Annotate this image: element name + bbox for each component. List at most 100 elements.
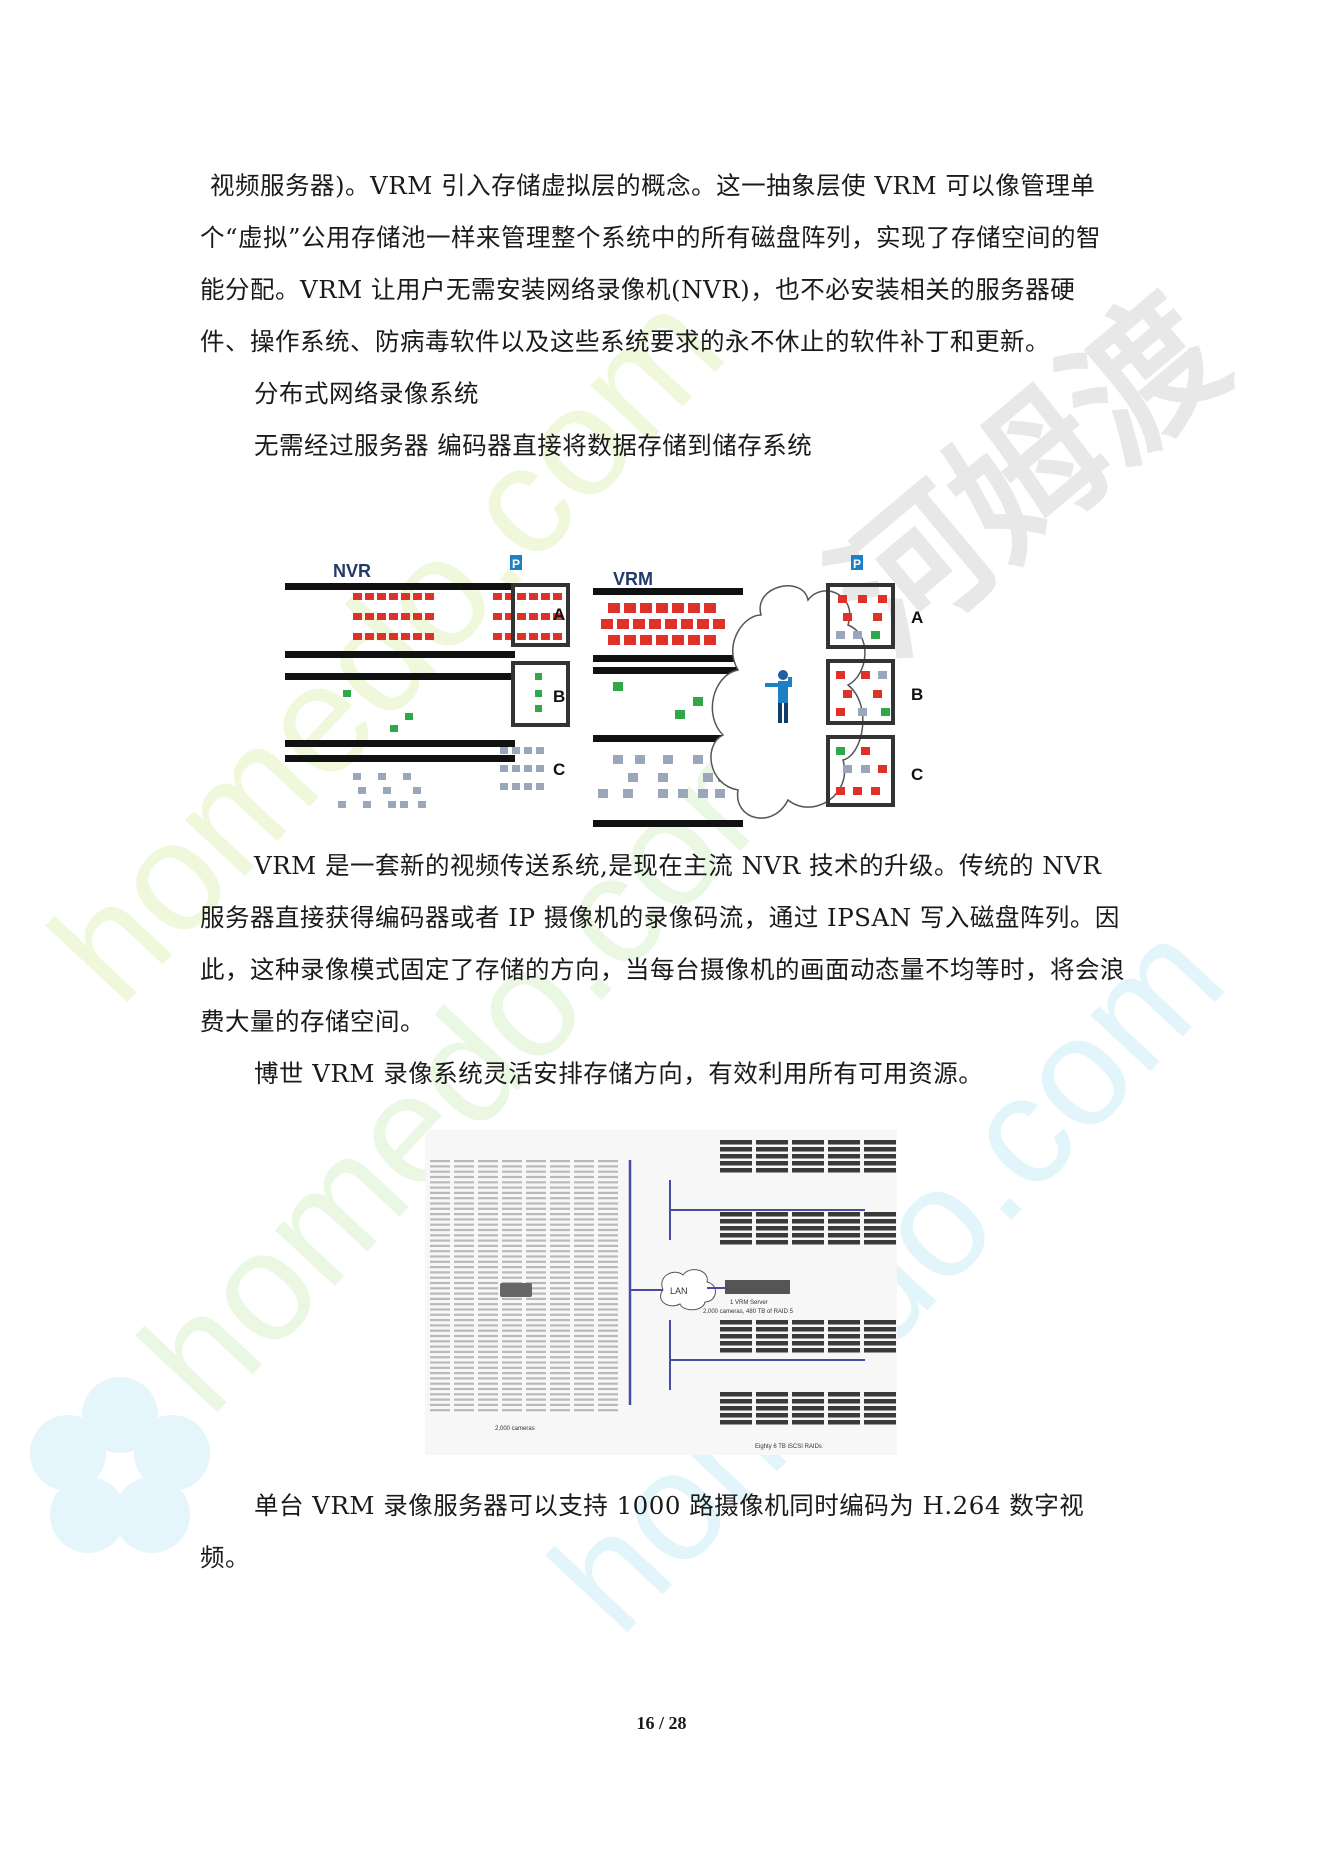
cameras-label: 2,000 cameras xyxy=(495,1426,535,1432)
camera-row-mark xyxy=(430,1207,450,1210)
camera-row-mark xyxy=(478,1244,498,1247)
camera-row-mark xyxy=(478,1372,498,1375)
camera-row-mark xyxy=(550,1255,570,1258)
camera-row-mark xyxy=(454,1361,474,1364)
raid-unit xyxy=(792,1392,824,1397)
raid-unit xyxy=(792,1140,824,1145)
raid-unit xyxy=(864,1212,896,1217)
camera-row-mark xyxy=(430,1160,450,1163)
raid-unit xyxy=(756,1154,788,1159)
raid-unit xyxy=(756,1413,788,1418)
raid-unit xyxy=(828,1348,860,1353)
camera-row-mark xyxy=(526,1361,546,1364)
camera-row-mark xyxy=(478,1260,498,1263)
raid-unit xyxy=(864,1140,896,1145)
camera-row-mark xyxy=(598,1276,618,1279)
camera-row-mark xyxy=(598,1334,618,1338)
camera-row-mark xyxy=(478,1170,498,1173)
camera-row-mark xyxy=(550,1403,570,1406)
raid-unit xyxy=(828,1413,860,1418)
camera-row-mark xyxy=(550,1175,570,1179)
camera-row-mark xyxy=(478,1234,498,1237)
paragraph-vrm-intro: 视频服务器)。VRM 引入存储虚拟层的概念。这一抽象层使 VRM 可以像管理单个… xyxy=(200,171,1102,356)
camera-row-mark xyxy=(454,1160,474,1163)
camera-row-mark xyxy=(454,1239,474,1242)
camera-row-mark xyxy=(478,1213,498,1216)
camera-row-mark xyxy=(502,1250,522,1253)
camera-row-mark xyxy=(526,1409,546,1412)
camera-row-mark xyxy=(502,1228,522,1232)
camera-grid xyxy=(430,1160,618,1412)
vrm-storage-a xyxy=(826,583,895,649)
camera-row-mark xyxy=(502,1213,522,1216)
camera-row-mark xyxy=(454,1313,474,1316)
camera-row-mark xyxy=(574,1340,594,1343)
raid-unit xyxy=(720,1161,752,1166)
camera-row-mark xyxy=(502,1239,522,1242)
paragraph-vrm-upgrade: VRM 是一套新的视频传送系统,是现在主流 NVR 技术的升级。传统的 NVR … xyxy=(200,851,1125,1036)
camera-row-mark xyxy=(526,1313,546,1316)
camera-row-mark xyxy=(454,1334,474,1338)
camera-row-mark xyxy=(550,1366,570,1369)
camera-row-mark xyxy=(502,1366,522,1369)
camera-row-mark xyxy=(430,1281,450,1285)
camera-row-mark xyxy=(478,1308,498,1311)
camera-row-mark xyxy=(550,1350,570,1353)
camera-row-mark xyxy=(526,1197,546,1200)
camera-row-mark xyxy=(478,1228,498,1232)
raid-unit xyxy=(756,1320,788,1325)
camera-row-mark xyxy=(574,1175,594,1179)
camera-row-mark xyxy=(454,1207,474,1210)
camera-row-mark xyxy=(574,1324,594,1327)
camera-row-mark xyxy=(454,1372,474,1375)
vrm-storage-label-c: C xyxy=(911,765,923,784)
camera-row-mark xyxy=(502,1271,522,1274)
camera-row-mark xyxy=(454,1250,474,1253)
raid-unit xyxy=(720,1154,752,1159)
camera-row-mark xyxy=(454,1345,474,1348)
camera-row-mark xyxy=(454,1191,474,1194)
camera-row-mark xyxy=(478,1303,498,1306)
camera-row-mark xyxy=(502,1244,522,1247)
camera-row-mark xyxy=(430,1393,450,1396)
nvr-storage-label-c: C xyxy=(553,760,565,779)
camera-row-mark xyxy=(430,1329,450,1332)
camera-row-mark xyxy=(574,1271,594,1274)
camera-row-mark xyxy=(430,1372,450,1375)
camera-row-mark xyxy=(454,1234,474,1237)
camera-row-mark xyxy=(526,1228,546,1232)
heading-distributed-system: 分布式网络录像系统 xyxy=(254,379,479,408)
camera-row-mark xyxy=(430,1181,450,1184)
camera-row-mark xyxy=(574,1160,594,1163)
camera-row-mark xyxy=(430,1361,450,1364)
camera-row-mark xyxy=(454,1308,474,1311)
camera-row-mark xyxy=(478,1207,498,1210)
camera-row-mark xyxy=(550,1271,570,1274)
camera-row-mark xyxy=(454,1281,474,1285)
watermark-flower-icon xyxy=(30,1377,210,1553)
camera-row-mark xyxy=(526,1340,546,1343)
camera-row-mark xyxy=(550,1409,570,1412)
raid-unit xyxy=(792,1219,824,1224)
camera-row-mark xyxy=(430,1218,450,1221)
camera-row-mark xyxy=(526,1382,546,1385)
camera-row-mark xyxy=(598,1165,618,1168)
camera-row-mark xyxy=(430,1165,450,1168)
camera-row-mark xyxy=(550,1170,570,1173)
camera-row-mark xyxy=(598,1191,618,1194)
camera-row-mark xyxy=(598,1250,618,1253)
camera-row-mark xyxy=(502,1308,522,1311)
camera-row-mark xyxy=(598,1345,618,1348)
camera-row-mark xyxy=(598,1218,618,1221)
camera-row-mark xyxy=(598,1175,618,1179)
camera-row-mark xyxy=(526,1186,546,1189)
camera-row-mark xyxy=(478,1191,498,1194)
vrm-red-blocks xyxy=(601,603,725,645)
camera-row-mark xyxy=(502,1340,522,1343)
camera-row-mark xyxy=(526,1239,546,1242)
camera-row-mark xyxy=(502,1361,522,1364)
camera-row-mark xyxy=(430,1366,450,1369)
raid-unit xyxy=(828,1140,860,1145)
raid-unit xyxy=(756,1147,788,1152)
camera-row-mark xyxy=(574,1228,594,1232)
